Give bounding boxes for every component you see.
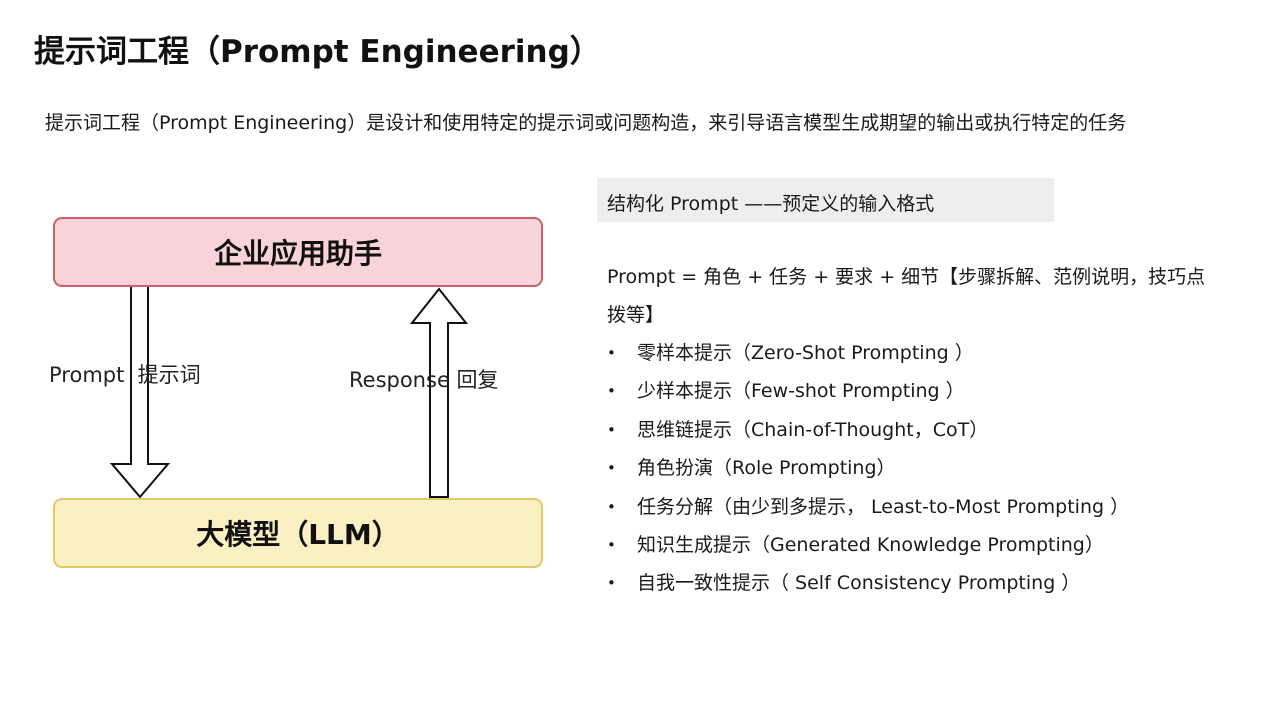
technique-list: • 零样本提示（Zero-Shot Prompting ） • 少样本提示（Few-… (607, 334, 1129, 603)
bullet-icon: • (607, 344, 616, 362)
bullet-icon: • (607, 459, 616, 478)
list-item: • 零样本提示（Zero-Shot Prompting ） (607, 334, 1129, 372)
slide-title: 提示词工程（Prompt Engineering） (34, 34, 601, 70)
llm-box: 大模型（LLM） (53, 498, 543, 568)
technique-label: 零样本提示（Zero-Shot Prompting ） (637, 342, 974, 364)
list-item: • 知识生成提示（Generated Knowledge Prompting） (607, 526, 1129, 564)
list-item: • 角色扮演（Role Prompting） (607, 449, 1129, 487)
technique-label: 少样本提示（Few-shot Prompting ） (637, 380, 965, 403)
list-item: • 思维链提示（Chain-of-Thought，CoT） (607, 411, 1129, 449)
list-item: • 少样本提示（Few-shot Prompting ） (607, 372, 1129, 410)
prompt-flow-diagram: 企业应用助手 大模型（LLM） Prompt 提示词 Response 回复 (40, 205, 560, 585)
up-arrow (409, 287, 469, 498)
flow-arrows (109, 284, 469, 499)
technique-label: 知识生成提示（Generated Knowledge Prompting） (637, 534, 1104, 557)
list-item: • 自我一致性提示（ Self Consistency Prompting ） (607, 564, 1129, 602)
list-item: • 任务分解（由少到多提示， Least-to-Most Prompting ） (607, 488, 1129, 526)
technique-label: 任务分解（由少到多提示， Least-to-Most Prompting ） (637, 495, 1130, 518)
technique-label: 自我一致性提示（ Self Consistency Prompting ） (637, 572, 1081, 595)
bullet-icon: • (607, 574, 616, 593)
bullet-icon: • (607, 420, 616, 439)
structured-prompt-heading: 结构化 Prompt ——预定义的输入格式 (597, 178, 1054, 222)
bullet-icon: • (607, 382, 616, 401)
technique-label: 思维链提示（Chain-of-Thought，CoT） (637, 418, 989, 441)
technique-label: 角色扮演（Role Prompting） (637, 457, 896, 480)
prompt-label: Prompt 提示词 (49, 363, 201, 387)
prompt-formula: Prompt = 角色 + 任务 + 要求 + 细节【步骤拆解、范例说明，技巧点… (607, 266, 1206, 326)
down-arrow (109, 284, 171, 499)
intro-paragraph: 提示词工程（Prompt Engineering）是设计和使用特定的提示词或问题… (45, 112, 1127, 134)
bullet-icon: • (607, 497, 616, 516)
response-label: Response 回复 (349, 368, 499, 392)
app-assistant-box: 企业应用助手 (53, 217, 543, 287)
bullet-icon: • (607, 536, 616, 555)
